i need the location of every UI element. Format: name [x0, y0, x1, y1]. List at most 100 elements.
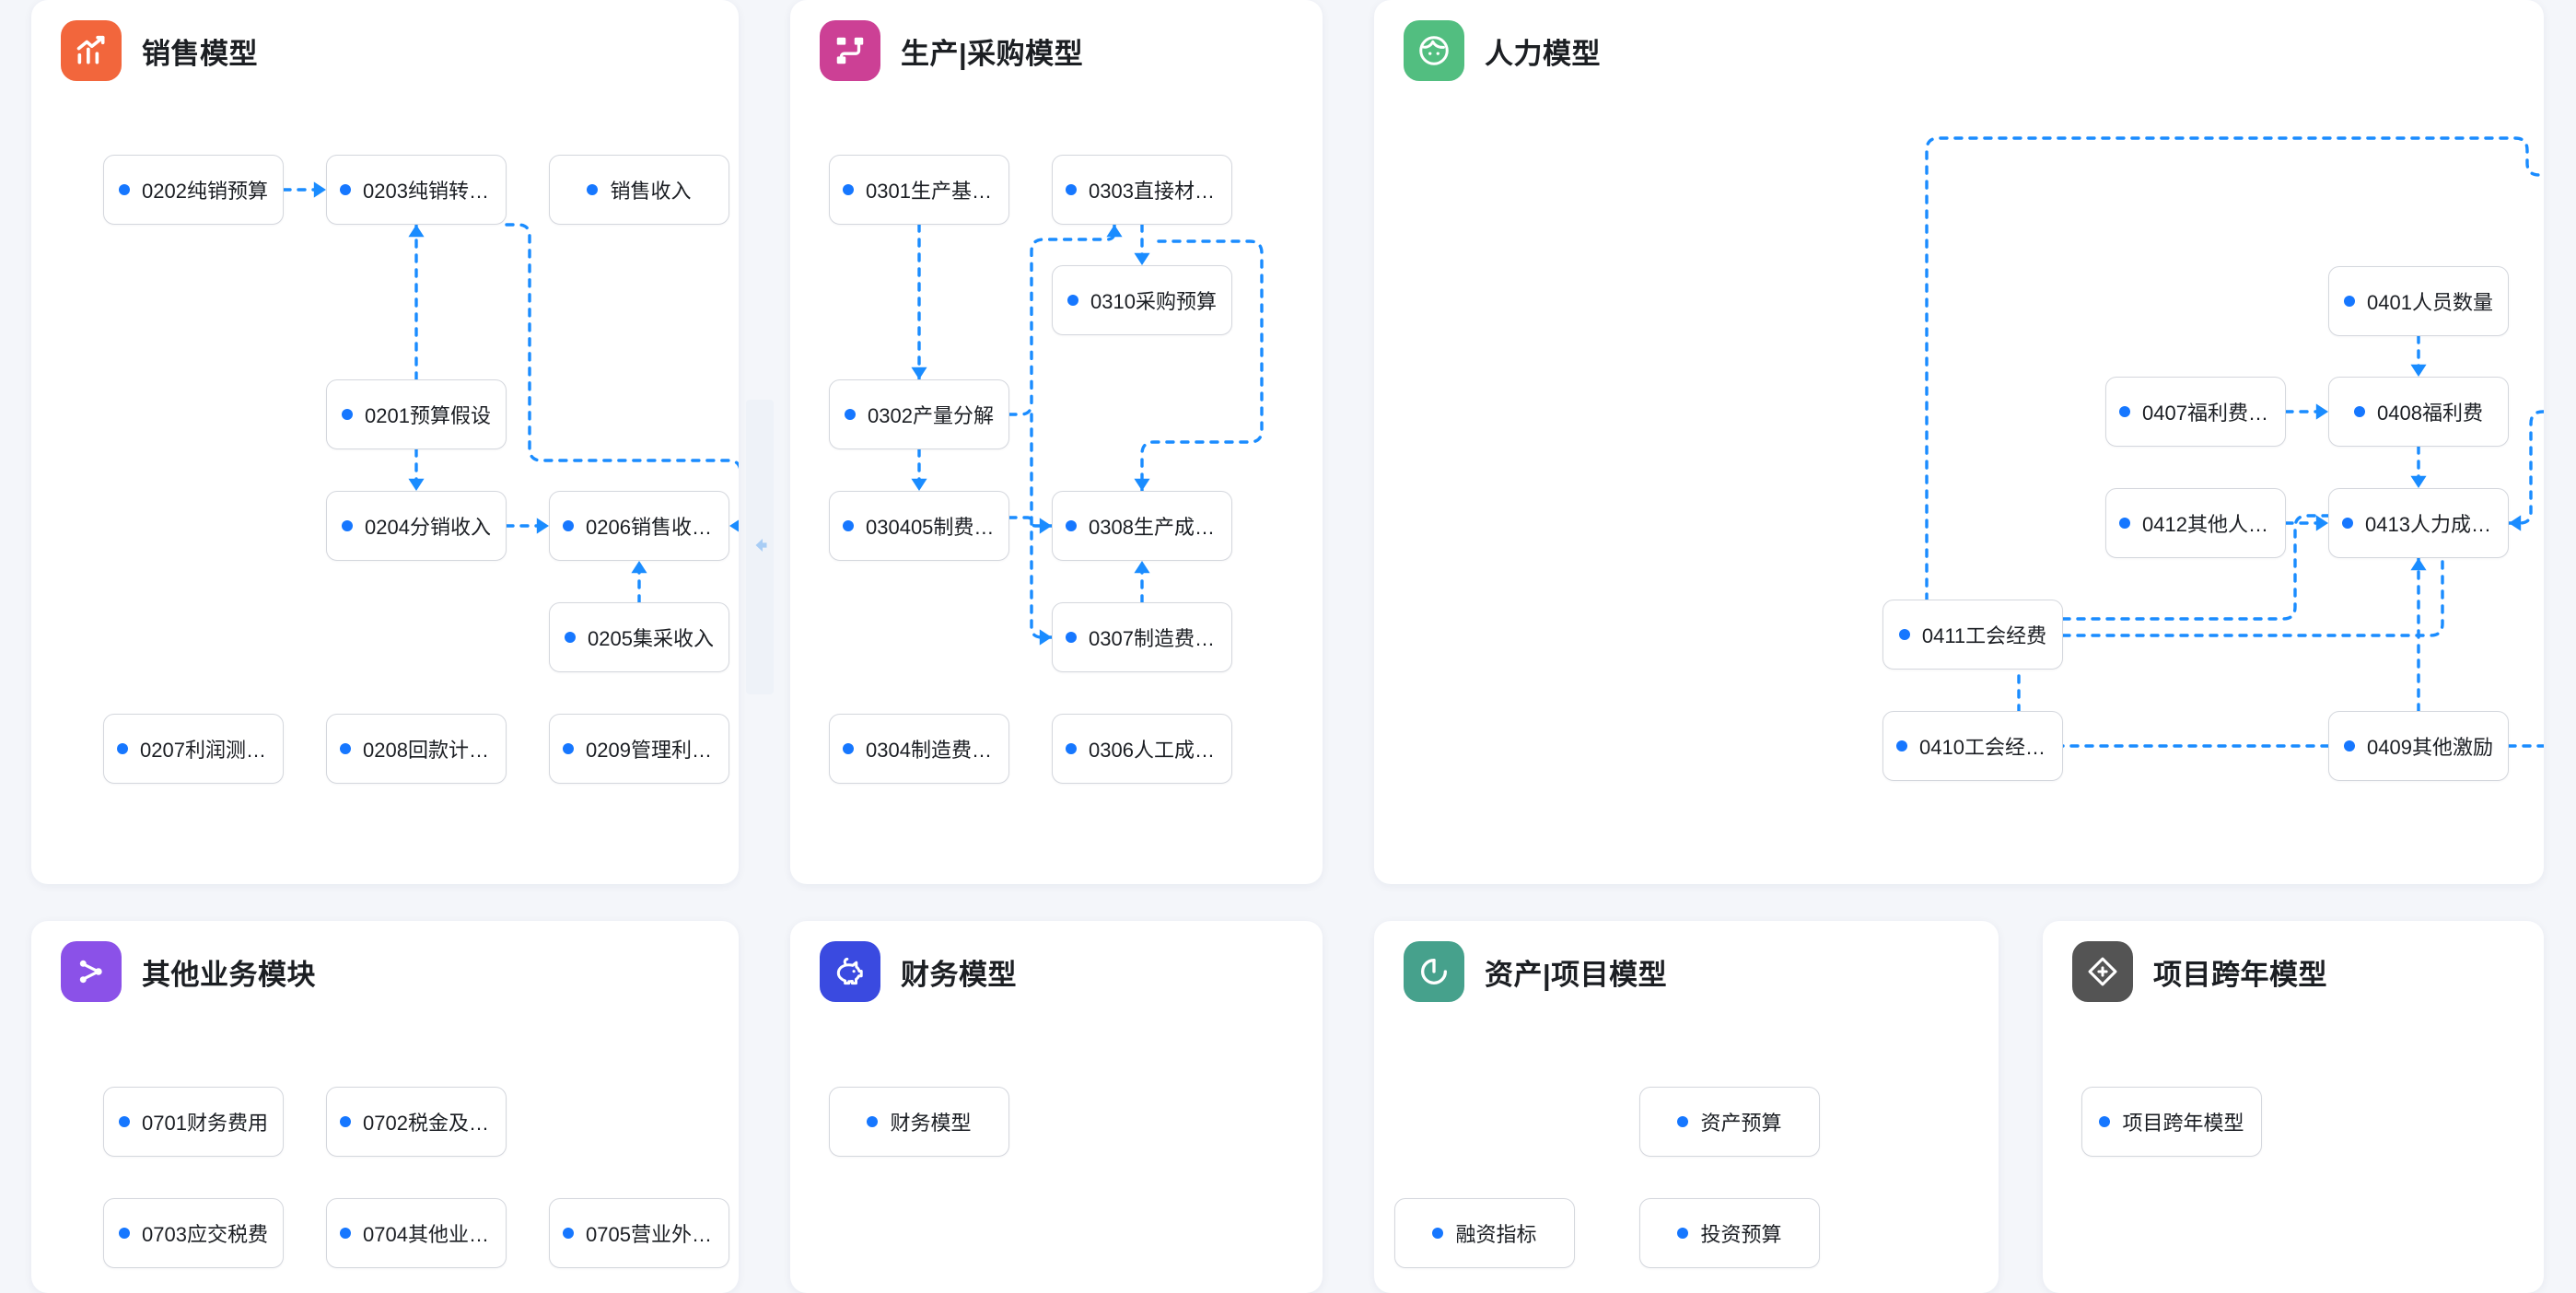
node-label: 0705营业外收支 — [586, 1223, 716, 1246]
card-title-sales: 销售模型 — [142, 37, 258, 70]
node-status-dot-icon — [563, 1228, 574, 1239]
node-other-business-0704[interactable]: 0704其他业务… — [326, 1198, 507, 1268]
node-status-dot-icon — [1066, 520, 1077, 531]
node-hr-0413[interactable]: 0413人力成本… — [2328, 488, 2509, 558]
card-header-hr: 人力模型 — [1374, 0, 2544, 81]
card-sales: 销售模型 0202纯销预算 0203纯销转收入 销售收入 0201预算假设 0204分销收… — [31, 0, 739, 884]
node-asset-asset-budget[interactable]: 资产预算 — [1639, 1087, 1820, 1157]
node-sales-0201[interactable]: 0201预算假设 — [326, 379, 507, 449]
node-sales-0206[interactable]: 0206销售收入… — [549, 491, 729, 561]
node-production-0302[interactable]: 0302产量分解 — [829, 379, 1009, 449]
node-label: 0302产量分解 — [868, 404, 994, 427]
edge-0407-to-0408 — [2284, 403, 2330, 420]
node-sales-0202[interactable]: 0202纯销预算 — [103, 155, 284, 225]
edge-0302b-to-0307 — [1030, 413, 1054, 646]
node-label: 项目跨年模型 — [2122, 1112, 2244, 1135]
edge-0201-to-0203 — [408, 223, 425, 381]
node-label: 0304制造费用… — [866, 739, 996, 762]
node-status-dot-icon — [117, 743, 128, 754]
node-label: 0704其他业务… — [363, 1223, 493, 1246]
node-label: 销售收入 — [610, 180, 692, 203]
card-title-production: 生产|采购模型 — [901, 37, 1084, 70]
node-hr-0411[interactable]: 0411工会经费 — [1882, 600, 2063, 670]
clock-loop-icon — [1404, 941, 1464, 1002]
node-production-0304[interactable]: 0304制造费用… — [829, 714, 1009, 784]
card-header-finance: 财务模型 — [790, 921, 1323, 1002]
node-sales-0204[interactable]: 0204分销收入 — [326, 491, 507, 561]
node-label: 0703应交税费 — [142, 1223, 268, 1246]
cards-collapse-handle[interactable] — [746, 400, 774, 694]
node-label: 资产预算 — [1700, 1112, 1782, 1135]
node-other-business-0702[interactable]: 0702税金及附加 — [326, 1087, 507, 1157]
node-production-0306[interactable]: 0306人工成本… — [1052, 714, 1232, 784]
node-label: 0204分销收入 — [365, 516, 491, 539]
node-status-dot-icon — [340, 1116, 351, 1127]
node-label: 0205集采收入 — [588, 627, 714, 650]
node-status-dot-icon — [1677, 1228, 1689, 1239]
node-sales-0207[interactable]: 0207利润测算表 — [103, 714, 284, 784]
node-label: 融资指标 — [1455, 1223, 1537, 1246]
node-status-dot-icon — [1066, 184, 1077, 195]
node-label: 投资预算 — [1700, 1223, 1782, 1246]
node-label: 0308生产成本… — [1089, 516, 1218, 539]
card-title-asset: 资产|项目模型 — [1485, 958, 1668, 991]
node-production-0303[interactable]: 0303直接材料… — [1052, 155, 1232, 225]
node-sales-0203[interactable]: 0203纯销转收入 — [326, 155, 507, 225]
node-asset-inv-budget[interactable]: 投资预算 — [1639, 1198, 1820, 1268]
node-status-dot-icon — [1896, 740, 1907, 751]
node-label: 0702税金及附加 — [363, 1112, 493, 1135]
node-production-0308[interactable]: 0308生产成本… — [1052, 491, 1232, 561]
node-label: 0412其他人力… — [2142, 513, 2272, 536]
node-production-030405[interactable]: 030405制费分… — [829, 491, 1009, 561]
node-status-dot-icon — [867, 1116, 879, 1127]
edge-0307-to-0308 — [1134, 559, 1150, 604]
diamond-icon — [2072, 941, 2133, 1002]
flow-icon — [820, 20, 880, 81]
node-sales-0208[interactable]: 0208回款计划表 — [326, 714, 507, 784]
node-other-business-0703[interactable]: 0703应交税费 — [103, 1198, 284, 1268]
node-label: 0411工会经费 — [1921, 624, 2047, 647]
node-label: 0303直接材料… — [1089, 180, 1218, 203]
node-status-dot-icon — [1067, 295, 1079, 306]
card-header-sales: 销售模型 — [31, 0, 739, 81]
edge-0204-to-0206 — [505, 518, 551, 534]
node-label: 0301生产基本… — [866, 180, 996, 203]
node-label: 0203纯销转收入 — [363, 180, 493, 203]
node-label: 0307制造费用… — [1089, 627, 1218, 650]
node-status-dot-icon — [587, 184, 599, 195]
node-sales-sr[interactable]: 销售收入 — [549, 155, 729, 225]
node-label: 0701财务费用 — [142, 1112, 268, 1135]
node-hr-0409[interactable]: 0409其他激励 — [2328, 711, 2509, 781]
node-status-dot-icon — [340, 1228, 351, 1239]
node-label: 财务模型 — [890, 1112, 972, 1135]
share-nodes-icon — [61, 941, 122, 1002]
node-finance-fin[interactable]: 财务模型 — [829, 1087, 1009, 1157]
node-production-0301[interactable]: 0301生产基本… — [829, 155, 1009, 225]
edge-0302-to-030405 — [911, 448, 927, 493]
node-production-0310[interactable]: 0310采购预算 — [1052, 265, 1232, 335]
node-production-0307[interactable]: 0307制造费用… — [1052, 602, 1232, 672]
card-title-hr: 人力模型 — [1485, 37, 1601, 70]
node-hr-0412[interactable]: 0412其他人力… — [2105, 488, 2286, 558]
node-other-business-0701[interactable]: 0701财务费用 — [103, 1087, 284, 1157]
node-cross-year-cross[interactable]: 项目跨年模型 — [2081, 1087, 2262, 1157]
card-hr: 人力模型0406年终奖0405年终奖系…0401人员数量0407福利费标准040… — [1374, 0, 2544, 884]
node-hr-0408[interactable]: 0408福利费 — [2328, 377, 2509, 447]
node-sales-0205[interactable]: 0205集采收入 — [549, 602, 729, 672]
node-status-dot-icon — [119, 1116, 131, 1127]
node-other-business-0705[interactable]: 0705营业外收支 — [549, 1198, 729, 1268]
edge-0409-to-0411 — [2017, 627, 2330, 748]
node-status-dot-icon — [1432, 1228, 1444, 1239]
node-hr-0407[interactable]: 0407福利费标准 — [2105, 377, 2286, 447]
node-label: 0408福利费 — [2377, 402, 2483, 425]
node-label: 0209管理利润… — [586, 739, 716, 762]
node-status-dot-icon — [2119, 406, 2130, 417]
node-label: 0401人员数量 — [2367, 291, 2493, 314]
node-hr-0401[interactable]: 0401人员数量 — [2328, 266, 2509, 336]
node-sales-0209[interactable]: 0209管理利润… — [549, 714, 729, 784]
node-asset-fin-index[interactable]: 融资指标 — [1394, 1198, 1575, 1268]
node-hr-0410[interactable]: 0410工会经费… — [1882, 711, 2063, 781]
bar-chart-icon — [61, 20, 122, 81]
node-label: 0410工会经费… — [1919, 736, 2049, 759]
